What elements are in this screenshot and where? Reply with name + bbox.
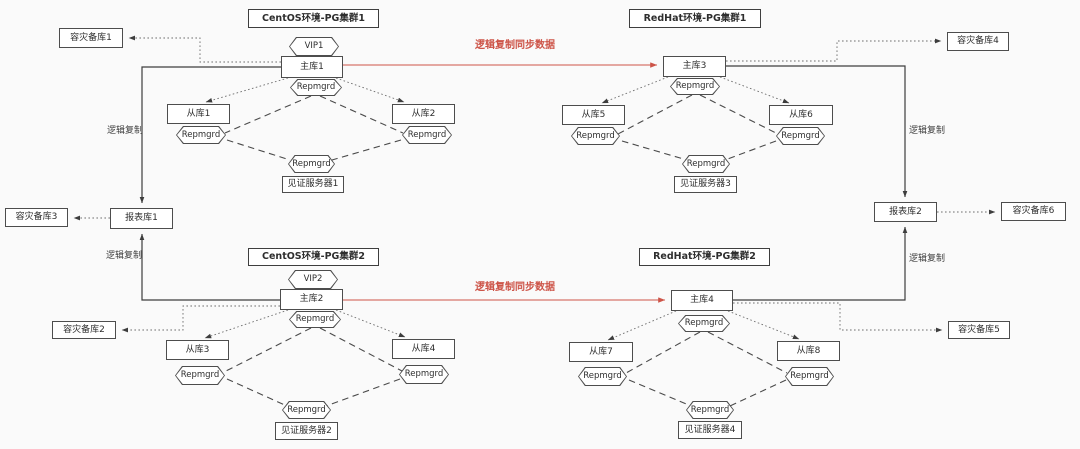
standby6-node: 从库6 — [769, 105, 833, 125]
repmgrd-label: Repmgrd — [777, 128, 824, 144]
repmgrd-label: Repmgrd — [572, 128, 619, 144]
logical-replication-label-left-bottom: 逻辑复制 — [106, 251, 143, 261]
repmgrd-label: Repmgrd — [400, 366, 448, 383]
standby7-repmgrd-badge: Repmgrd — [578, 367, 627, 386]
logical-replication-label-right-bottom: 逻辑复制 — [909, 254, 946, 264]
witness4-server-box: 见证服务器4 — [678, 421, 742, 439]
vip1-label: VIP1 — [290, 38, 338, 55]
standby8-repmgrd-badge: Repmgrd — [785, 367, 834, 386]
standby7-node: 从库7 — [569, 342, 633, 362]
cluster1-title: CentOS环境-PG集群1 — [248, 9, 379, 28]
repmgrd-label: Repmgrd — [403, 127, 451, 143]
repmgrd-label: Repmgrd — [679, 316, 729, 331]
standby5-repmgrd-badge: Repmgrd — [571, 127, 620, 145]
repmgrd-label: Repmgrd — [786, 368, 833, 385]
standby1-repmgrd-badge: Repmgrd — [176, 126, 226, 144]
witness3-repmgrd-badge: Repmgrd — [682, 155, 730, 173]
witness4-repmgrd-badge: Repmgrd — [686, 401, 734, 419]
repmgrd-label: Repmgrd — [290, 312, 340, 327]
standby1-node: 从库1 — [167, 104, 230, 124]
repmgrd-label: Repmgrd — [579, 368, 626, 385]
repmgrd-label: Repmgrd — [176, 367, 224, 384]
vip2-label: VIP2 — [289, 271, 337, 288]
primary4-node: 主库4 — [671, 290, 733, 311]
logical-replication-label-right-top: 逻辑复制 — [909, 126, 946, 136]
dr-backup6-node: 容灾备库6 — [1001, 202, 1066, 221]
repmgrd-label: Repmgrd — [683, 156, 729, 172]
vip1-node: VIP1 — [289, 37, 339, 56]
standby5-node: 从库5 — [562, 105, 625, 125]
report-db2-node: 报表库2 — [874, 202, 937, 222]
primary1-node: 主库1 — [281, 56, 343, 78]
cluster4-title: RedHat环境-PG集群2 — [639, 248, 770, 266]
repmgrd-label: Repmgrd — [671, 79, 719, 94]
standby8-node: 从库8 — [777, 341, 840, 361]
primary3-repmgrd-badge: Repmgrd — [670, 78, 720, 95]
primary2-node: 主库2 — [280, 289, 343, 310]
standby6-repmgrd-badge: Repmgrd — [776, 127, 825, 145]
vip2-node: VIP2 — [288, 270, 338, 289]
sync-label-bottom: 逻辑复制同步数据 — [475, 282, 555, 293]
standby4-repmgrd-badge: Repmgrd — [399, 365, 449, 384]
cluster3-title: CentOS环境-PG集群2 — [248, 248, 379, 266]
primary4-repmgrd-badge: Repmgrd — [678, 315, 730, 332]
standby2-repmgrd-badge: Repmgrd — [402, 126, 452, 144]
witness2-repmgrd-badge: Repmgrd — [282, 401, 331, 419]
dr-backup2-node: 容灾备库2 — [52, 321, 116, 339]
witness3-server-box: 见证服务器3 — [674, 176, 737, 193]
witness1-server-box: 见证服务器1 — [282, 176, 344, 193]
repmgrd-label: Repmgrd — [687, 402, 733, 418]
dr-backup5-node: 容灾备库5 — [948, 321, 1010, 339]
standby3-node: 从库3 — [166, 340, 229, 360]
cluster2-title: RedHat环境-PG集群1 — [629, 9, 761, 28]
repmgrd-label: Repmgrd — [283, 402, 330, 418]
primary1-repmgrd-badge: Repmgrd — [290, 79, 342, 96]
standby4-node: 从库4 — [392, 339, 455, 359]
dr-backup4-node: 容灾备库4 — [947, 32, 1009, 51]
report-db1-node: 报表库1 — [110, 208, 173, 229]
primary2-repmgrd-badge: Repmgrd — [289, 311, 341, 328]
repmgrd-label: Repmgrd — [177, 127, 225, 143]
logical-replication-label-left-top: 逻辑复制 — [107, 126, 144, 136]
dr-backup1-node: 容灾备库1 — [59, 28, 123, 48]
repmgrd-label: Repmgrd — [289, 156, 334, 172]
witness2-server-box: 见证服务器2 — [275, 422, 338, 440]
sync-label-top: 逻辑复制同步数据 — [475, 40, 555, 51]
dr-backup3-node: 容灾备库3 — [5, 208, 68, 227]
witness1-repmgrd-badge: Repmgrd — [288, 155, 335, 173]
standby2-node: 从库2 — [392, 104, 455, 124]
primary3-node: 主库3 — [663, 56, 726, 77]
standby3-repmgrd-badge: Repmgrd — [175, 366, 225, 385]
repmgrd-label: Repmgrd — [291, 80, 341, 95]
